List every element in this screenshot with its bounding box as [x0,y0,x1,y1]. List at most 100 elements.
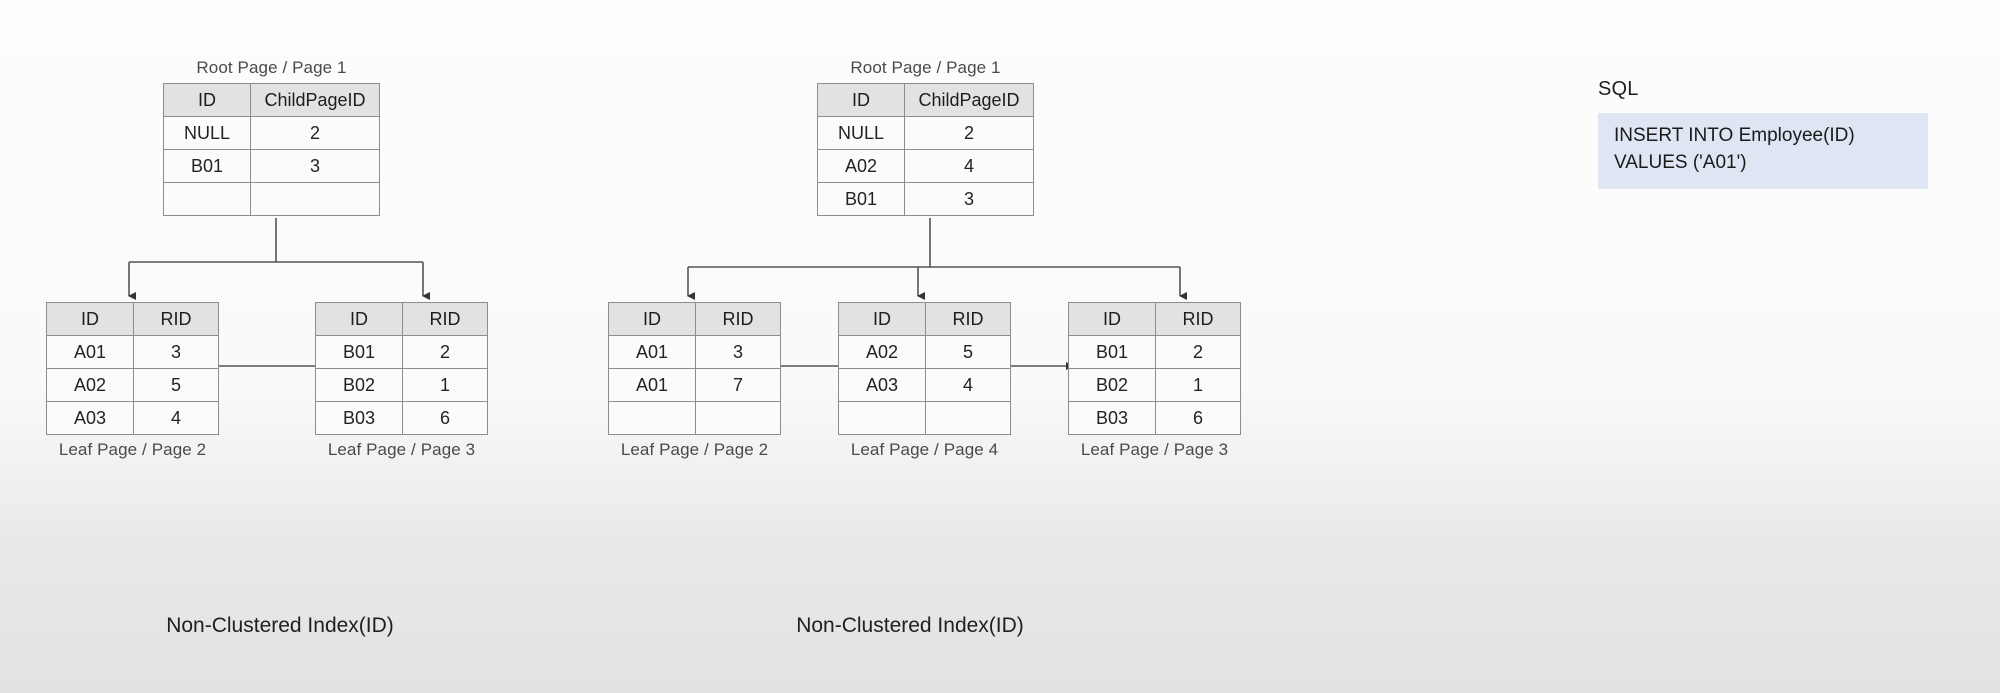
cell-id: NULL [163,116,251,150]
column-header-rid: RID [925,302,1011,336]
cell-rid: 5 [925,335,1011,369]
cell-id: B01 [163,149,251,183]
right-leaf-page-4-caption: Leaf Page / Page 4 [850,440,999,459]
cell-rid: 7 [695,368,781,402]
right-leaf-table-3: ID RID B01 2 B02 1 B03 6 [1068,302,1241,435]
left-root-page-title: Root Page / Page 1 [196,58,347,77]
column-header-id: ID [608,302,696,336]
table-row: B01 3 [163,149,380,183]
left-root-page: Root Page / Page 1 ID ChildPageID NULL 2… [163,58,380,216]
table-row: B03 6 [1068,401,1241,435]
cell-id: A03 [838,368,926,402]
table-row [163,182,380,216]
column-header-rid: RID [402,302,488,336]
table-row: A01 3 [608,335,781,369]
cell-id: B01 [817,182,905,216]
cell-rid: 2 [402,335,488,369]
table-header-row: ID RID [315,302,488,336]
sql-statement-box: INSERT INTO Employee(ID) VALUES ('A01') [1598,113,1928,189]
cell-rid: 5 [133,368,219,402]
table-header-row: ID RID [608,302,781,336]
cell-id [163,182,251,216]
cell-rid: 4 [925,368,1011,402]
table-row: B01 2 [315,335,488,369]
cell-id: B01 [1068,335,1156,369]
table-row: A01 7 [608,368,781,402]
sql-line-2: VALUES ('A01') [1614,151,1747,173]
cell-id: B01 [315,335,403,369]
sql-panel: SQL INSERT INTO Employee(ID) VALUES ('A0… [1598,78,1958,189]
table-row: NULL 2 [817,116,1034,150]
left-root-table: ID ChildPageID NULL 2 B01 3 [163,83,380,216]
cell-rid: 4 [133,401,219,435]
cell-rid [925,401,1011,435]
column-header-id: ID [46,302,134,336]
cell-id: B03 [1068,401,1156,435]
table-header-row: ID RID [1068,302,1241,336]
right-leaf-page-2-caption: Leaf Page / Page 2 [620,440,769,459]
cell-rid: 2 [1155,335,1241,369]
table-row: B02 1 [315,368,488,402]
right-root-page-title: Root Page / Page 1 [850,58,1001,77]
cell-id: A01 [608,368,696,402]
table-row: B02 1 [1068,368,1241,402]
table-row: A03 4 [46,401,219,435]
table-row: A02 5 [46,368,219,402]
column-header-childpageid: ChildPageID [250,83,380,117]
right-leaf-page-3: ID RID B01 2 B02 1 B03 6 Leaf Page / [1068,302,1241,460]
column-header-childpageid: ChildPageID [904,83,1034,117]
right-root-page: Root Page / Page 1 ID ChildPageID NULL 2… [817,58,1034,216]
table-header-row: ID RID [46,302,219,336]
cell-childpageid [250,182,380,216]
left-leaf-page-3-caption: Leaf Page / Page 3 [327,440,476,459]
table-row [838,401,1011,435]
right-leaf-page-2: ID RID A01 3 A01 7 Leaf Page / Page [608,302,781,460]
right-leaf-table-2: ID RID A01 3 A01 7 [608,302,781,435]
column-header-id: ID [817,83,905,117]
table-header-row: ID RID [838,302,1011,336]
table-row: NULL 2 [163,116,380,150]
table-row: A02 5 [838,335,1011,369]
cell-id: B02 [315,368,403,402]
left-leaf-table-3: ID RID B01 2 B02 1 B03 6 [315,302,488,435]
cell-id: B03 [315,401,403,435]
right-leaf-page-3-caption: Leaf Page / Page 3 [1080,440,1229,459]
table-row [608,401,781,435]
cell-id: A02 [817,149,905,183]
cell-childpageid: 2 [250,116,380,150]
sql-line-1: INSERT INTO Employee(ID) [1614,125,1855,146]
cell-rid: 1 [1155,368,1241,402]
table-row: B01 2 [1068,335,1241,369]
cell-id: NULL [817,116,905,150]
column-header-id: ID [315,302,403,336]
table-row: A02 4 [817,149,1034,183]
right-root-table: ID ChildPageID NULL 2 A02 4 B01 3 [817,83,1034,216]
column-header-id: ID [1068,302,1156,336]
table-row: A01 3 [46,335,219,369]
column-header-rid: RID [695,302,781,336]
table-header-row: ID ChildPageID [817,83,1034,117]
column-header-id: ID [838,302,926,336]
cell-id [838,401,926,435]
left-leaf-page-3: ID RID B01 2 B02 1 B03 6 Leaf Page / [315,302,488,460]
table-row: A03 4 [838,368,1011,402]
cell-id: A02 [46,368,134,402]
left-leaf-page-2: ID RID A01 3 A02 5 A03 4 Leaf Page / [46,302,219,460]
left-leaf-table-2: ID RID A01 3 A02 5 A03 4 [46,302,219,435]
right-leaf-table-4: ID RID A02 5 A03 4 [838,302,1011,435]
cell-id: B02 [1068,368,1156,402]
table-row: B01 3 [817,182,1034,216]
column-header-rid: RID [133,302,219,336]
left-diagram-caption: Non-Clustered Index(ID) [166,614,394,637]
cell-id: A03 [46,401,134,435]
right-diagram-caption: Non-Clustered Index(ID) [796,614,1024,637]
cell-childpageid: 3 [250,149,380,183]
column-header-rid: RID [1155,302,1241,336]
cell-id [608,401,696,435]
cell-rid [695,401,781,435]
cell-rid: 6 [402,401,488,435]
cell-id: A01 [46,335,134,369]
column-header-id: ID [163,83,251,117]
right-leaf-page-4: ID RID A02 5 A03 4 Leaf Page / Page [838,302,1011,460]
